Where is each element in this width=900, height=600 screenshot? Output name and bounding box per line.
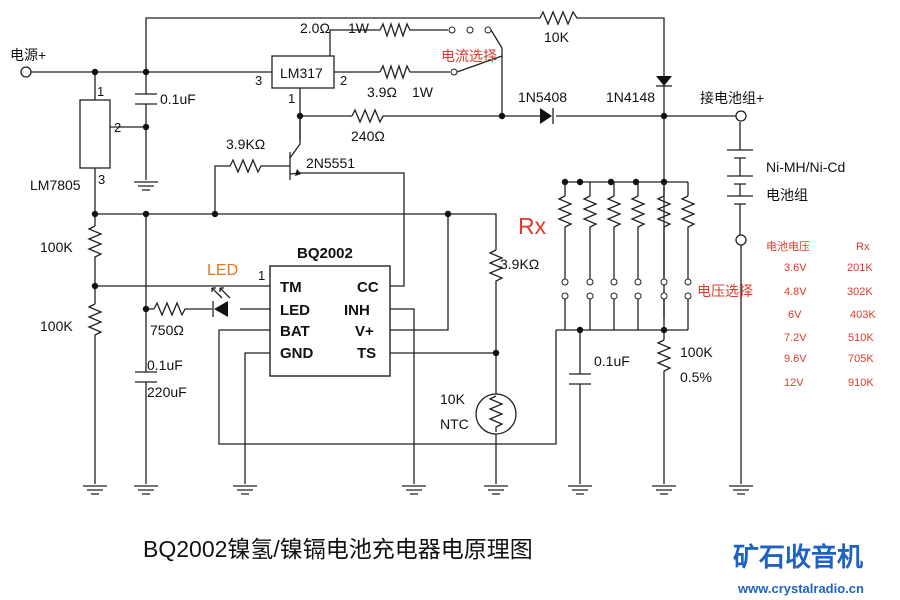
lm7805-regulator [79,99,111,169]
transistor-label: 2N5551 [306,155,355,171]
resistor-240ohm [351,108,388,124]
input-cap-label: 0.1uF [160,91,196,107]
r-240-label: 240Ω [351,128,385,144]
r-led-label: 750Ω [150,322,184,338]
pin-vplus: V+ [355,323,374,340]
power-input-label: 电源+ [10,47,46,63]
led-indicator [211,287,231,317]
r-divider-bottom-label: 100K [40,318,73,334]
lm317-pin1: 1 [288,91,295,106]
resistor-divider-top [87,225,103,260]
voltage-sense-capacitor [569,373,591,385]
pin-bat: BAT [280,323,310,340]
lm7805-pin1: 1 [97,84,104,99]
rx-resistor-array [557,182,696,330]
resistor-led [153,301,188,317]
lm317-pin2: 2 [340,73,347,88]
pin-tm: TM [280,279,302,296]
table-header-rx: Rx [856,241,870,253]
pin-ts: TS [357,345,376,362]
table-rx: 705K [848,353,874,365]
voltage-select-label: 电压选择 [697,283,753,299]
battery-output-label: 接电池组+ [700,90,764,106]
r-divider-top-label: 100K [40,239,73,255]
lm7805-label: LM7805 [30,177,81,193]
bq2002-chip [269,265,391,377]
table-voltage: 7.2V [784,332,807,344]
ground-symbols [83,181,753,495]
led-label: LED [207,262,238,279]
power-input-terminal [20,66,32,78]
battery-output-terminal [735,110,747,122]
resistor-10k-top [539,10,580,26]
r-base-label: 3.9KΩ [226,136,265,152]
input-capacitor [135,93,157,105]
diode-1n5408 [540,108,554,124]
lm317-pin3: 3 [255,73,262,88]
table-rx: 201K [847,262,873,274]
table-voltage: 4.8V [784,286,807,298]
transistor-2n5551 [289,116,301,180]
resistor-2ohm [379,21,412,39]
resistor-3-9ohm [379,63,412,81]
table-rx: 510K [848,332,874,344]
table-rx: 403K [850,309,876,321]
rx-selection-table: 电池电压 Rx 3.6V 201K 4.8V 302K 6V 403K 7.2V… [766,240,876,389]
wiring [31,17,741,484]
table-voltage: 9.6V [784,353,807,365]
pin-led: LED [280,302,310,319]
r-2ohm-label: 2.0Ω [300,20,330,36]
lm7805-pin2: 2 [114,120,121,135]
vsense-tolerance-label: 0.5% [680,369,712,385]
resistor-base [229,158,265,174]
table-voltage: 12V [784,377,804,389]
brand-logo-text: 矿石收音机 [733,542,863,572]
bq2002-pin1-number: 1 [258,268,265,283]
vsense-cap-label: 0.1uF [594,353,630,369]
current-select-label: 电流选择 [441,48,497,64]
bq2002-name: BQ2002 [297,245,353,262]
table-rx: 910K [848,377,874,389]
current-select-switch [448,26,503,76]
battery-pack-symbol [727,149,753,212]
r-3-9ohm-label: 3.9Ω [367,84,397,100]
pin-cc: CC [357,279,379,296]
resistor-ntc-pullup [488,249,504,304]
diode-1n4148 [656,76,672,87]
pin-gnd: GND [280,345,314,362]
table-rx: 302K [847,286,873,298]
battery-pack-label: 电池组 [766,187,808,203]
lm7805-pin3: 3 [98,172,105,187]
table-voltage: 6V [788,309,802,321]
resistor-divider-bottom [87,303,103,344]
lm317-label: LM317 [280,65,323,81]
ntc-value-label: 10K [440,391,466,407]
table-voltage: 3.6V [784,262,807,274]
diode-1n4148-label: 1N4148 [606,89,655,105]
brand-url: www.crystalradio.cn [737,581,864,596]
junction-dots [91,68,668,357]
ntc-label: NTC [440,416,469,432]
diagram-title: BQ2002镍氢/镍镉电池充电器电原理图 [143,536,533,562]
resistor-voltage-sense [656,339,672,374]
pin-inh: INH [344,302,370,319]
r-2ohm-power-label: 1W [348,20,370,36]
stack-capacitor [135,371,157,383]
electrolytic-cap-label: 220uF [147,384,187,400]
battery-type-label: Ni-MH/Ni-Cd [766,159,845,175]
lm317-regulator [271,55,335,89]
r-3-9ohm-power-label: 1W [412,84,434,100]
r-ntc-pullup-label: 3.9KΩ [500,256,539,272]
battery-negative-terminal [735,234,747,246]
diode-1n5408-label: 1N5408 [518,89,567,105]
cap-label: 0.1uF [147,357,183,373]
r-10k-label: 10K [544,29,570,45]
rx-label: Rx [518,213,547,239]
ntc-thermistor [475,393,517,435]
vsense-resistor-label: 100K [680,344,713,360]
table-header-voltage: 电池电压 [766,240,810,253]
